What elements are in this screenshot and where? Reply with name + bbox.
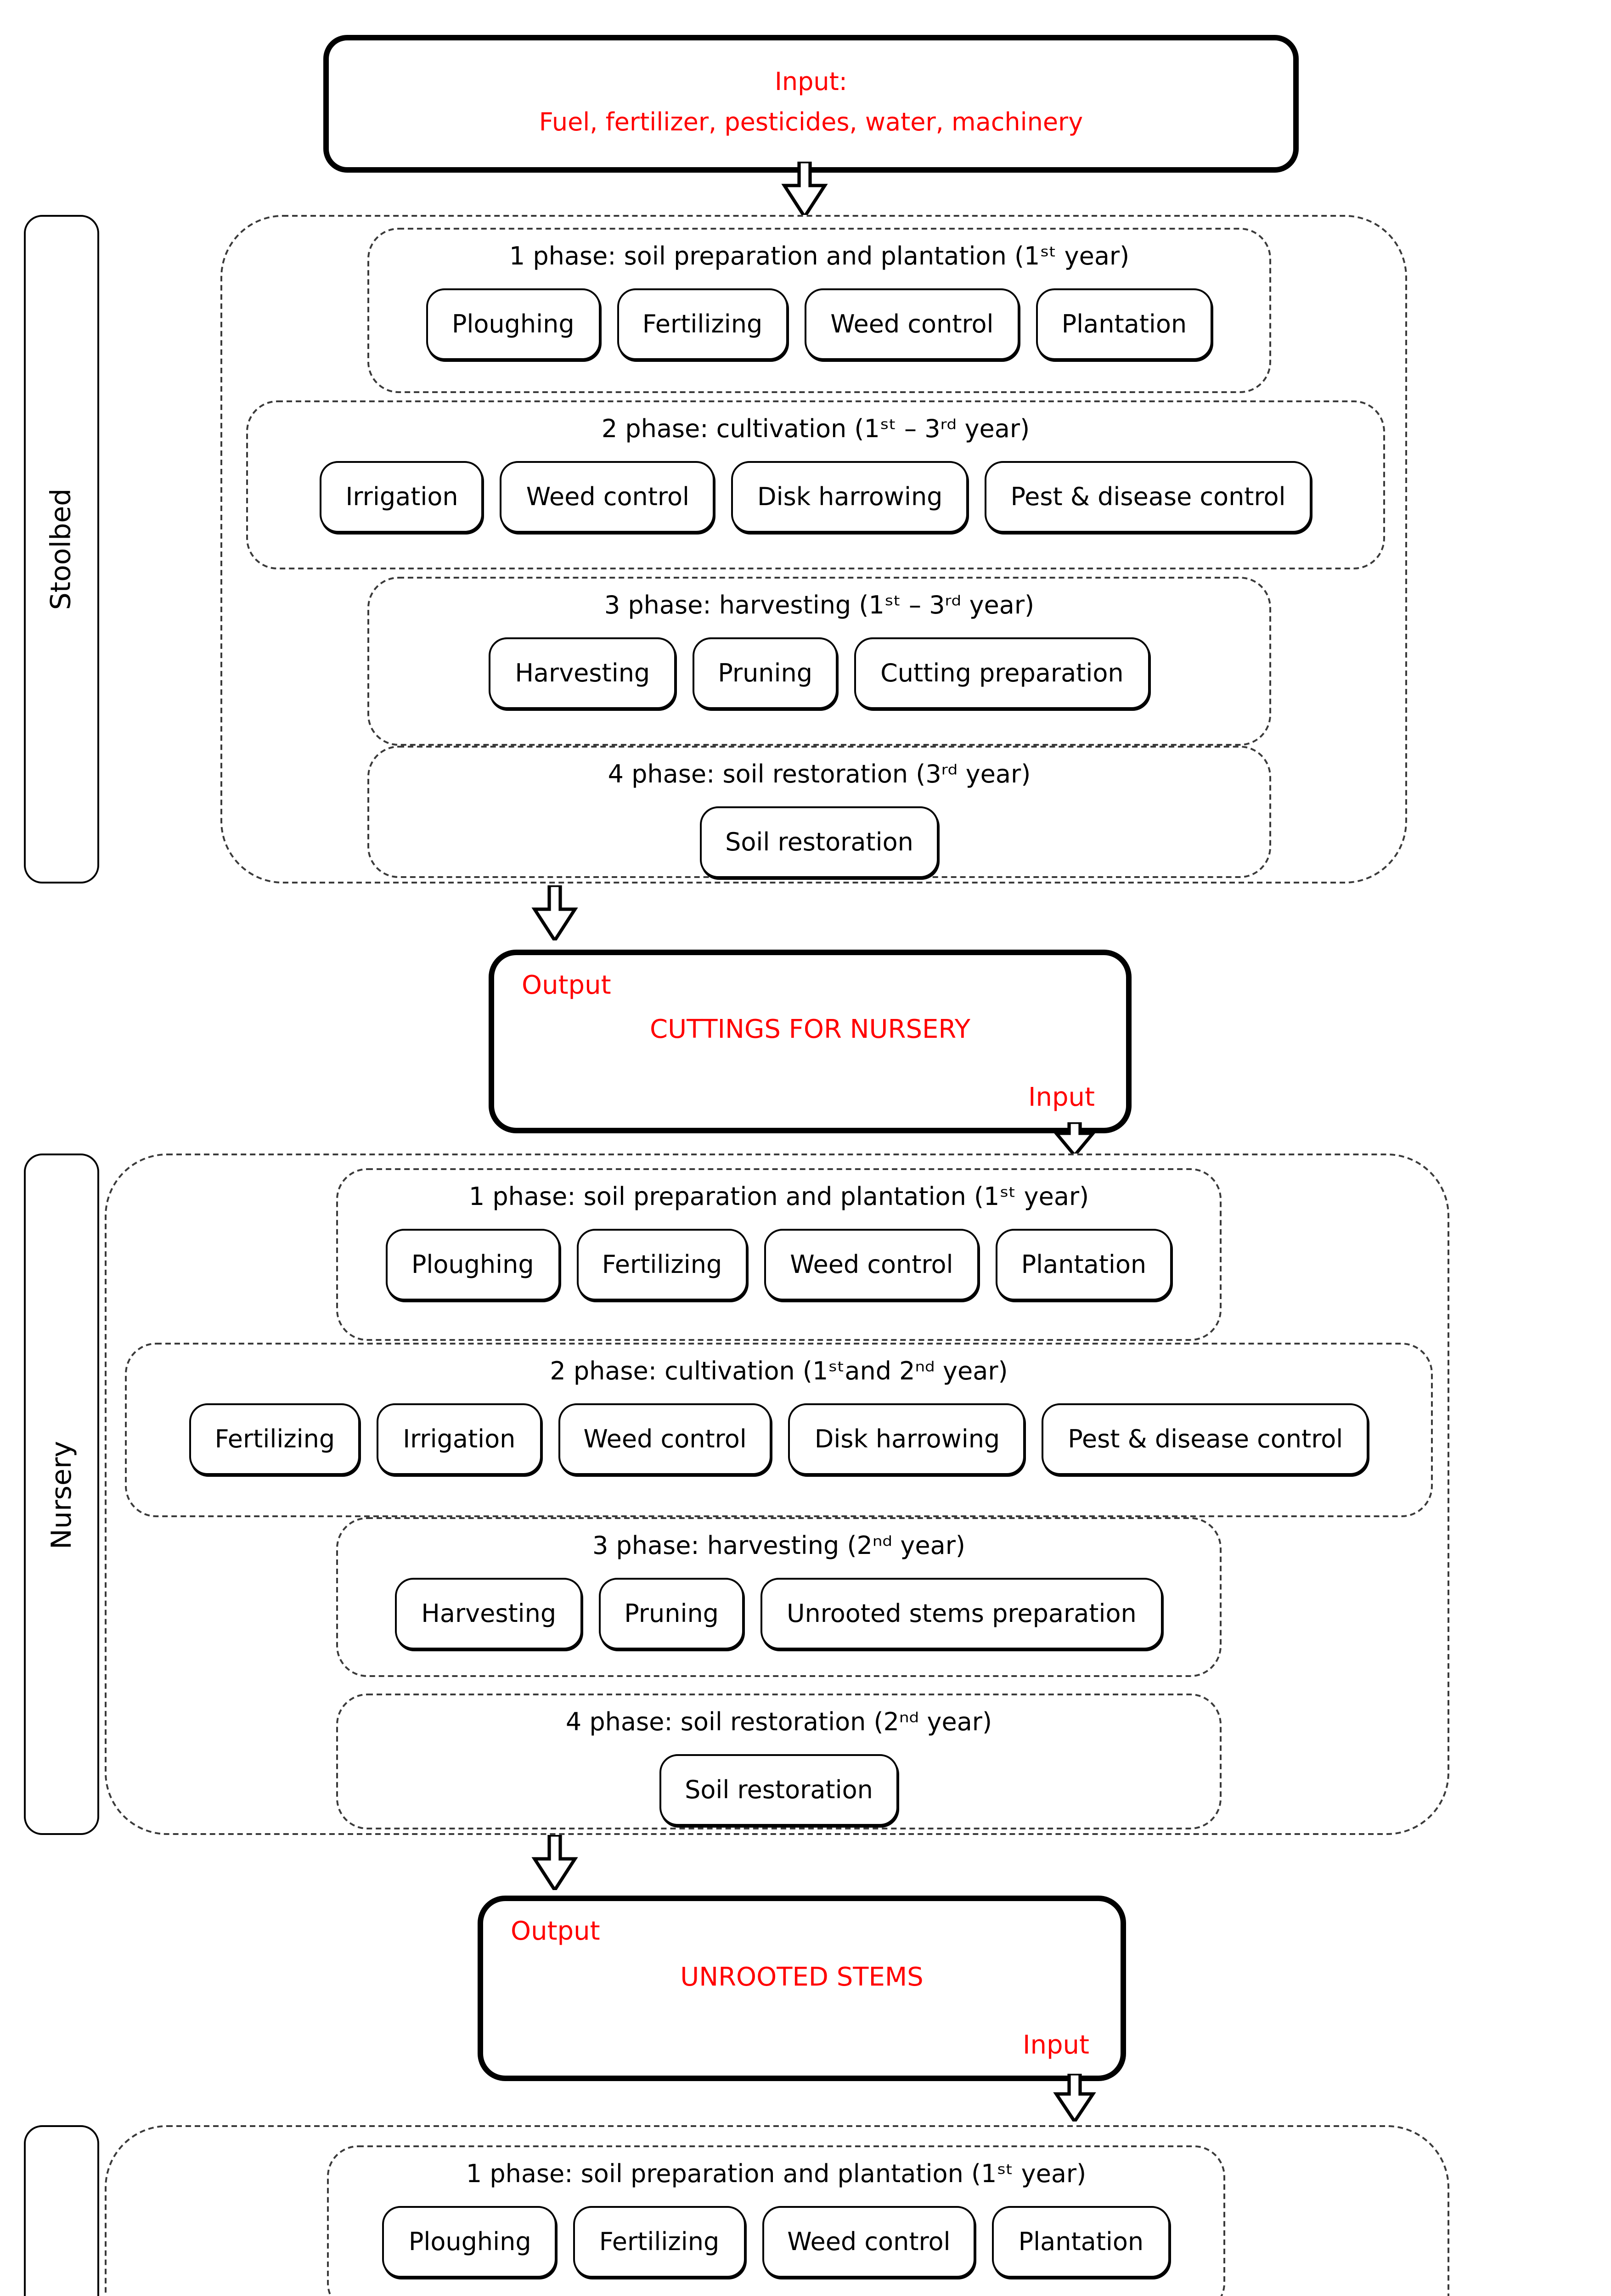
phase-items: Ploughing Fertilizing Weed control Plant… xyxy=(369,288,1269,360)
arrow-down-icon xyxy=(522,885,588,940)
activity-box: Fertilizing xyxy=(573,2206,745,2278)
activity-box: Pruning xyxy=(598,1578,744,1649)
phase-box-1: 1 phase: soil preparation and plantation… xyxy=(327,2145,1225,2296)
phase-items: Irrigation Weed control Disk harrowing P… xyxy=(248,461,1383,533)
activity-box: Weed control xyxy=(558,1403,772,1475)
output-box-cuttings-for-nursery: Output CUTTINGS FOR NURSERY Input xyxy=(489,950,1132,1133)
activity-box: Harvesting xyxy=(489,637,676,709)
activity-box: Irrigation xyxy=(320,461,484,533)
section-label-poplar-stand: Poplar stand xyxy=(24,2125,99,2296)
activity-box: Pruning xyxy=(692,637,839,709)
arrow-down-icon xyxy=(1042,1122,1108,1155)
phase-title: 2 phase: cultivation (1ˢᵗand 2ⁿᵈ year) xyxy=(550,1357,1008,1387)
activity-box: Fertilizing xyxy=(616,288,789,360)
phase-title: 1 phase: soil preparation and plantation… xyxy=(468,1183,1089,1212)
corner-output-label: Output xyxy=(522,972,611,1001)
phase-box-3: 3 phase: harvesting (1ˢᵗ – 3ʳᵈ year) Har… xyxy=(367,577,1271,746)
phase-items: Ploughing Fertilizing Weed control Plant… xyxy=(338,1229,1220,1300)
phase-title: 3 phase: harvesting (1ˢᵗ – 3ʳᵈ year) xyxy=(604,591,1035,621)
section-nursery: 1 phase: soil preparation and plantation… xyxy=(105,1154,1449,1835)
activity-box: Weed control xyxy=(500,461,715,533)
phase-title: 1 phase: soil preparation and plantation… xyxy=(466,2160,1087,2189)
phase-title: 4 phase: soil restoration (3ʳᵈ year) xyxy=(608,760,1031,790)
section-poplar-stand: 1 phase: soil preparation and plantation… xyxy=(105,2125,1449,2296)
section-label-text: Stoolbed xyxy=(45,488,79,610)
phase-title: 3 phase: harvesting (2ⁿᵈ year) xyxy=(592,1532,965,1561)
phase-title: 2 phase: cultivation (1ˢᵗ – 3ʳᵈ year) xyxy=(601,415,1030,445)
phase-box-3: 3 phase: harvesting (2ⁿᵈ year) Harvestin… xyxy=(336,1517,1222,1677)
output-content: CUTTINGS FOR NURSERY xyxy=(650,1016,970,1046)
phase-title: 4 phase: soil restoration (2ⁿᵈ year) xyxy=(565,1708,992,1738)
output-content: UNROOTED STEMS xyxy=(680,1963,924,1993)
activity-box: Disk harrowing xyxy=(789,1403,1026,1475)
section-stoolbed: 1 phase: soil preparation and plantation… xyxy=(220,215,1407,884)
phase-items: Soil restoration xyxy=(369,806,1269,878)
section-label-text: Nursery xyxy=(45,1440,79,1548)
arrow-down-icon xyxy=(1042,2074,1108,2122)
phase-box-1: 1 phase: soil preparation and plantation… xyxy=(336,1168,1222,1341)
activity-box: Disk harrowing xyxy=(732,461,969,533)
activity-box: Plantation xyxy=(992,2206,1170,2278)
activity-box: Pest & disease control xyxy=(1042,1403,1369,1475)
phase-title: 1 phase: soil preparation and plantation… xyxy=(509,242,1130,272)
activity-box: Irrigation xyxy=(377,1403,541,1475)
activity-box: Weed control xyxy=(764,1229,979,1300)
section-label-nursery: Nursery xyxy=(24,1154,99,1835)
activity-box: Plantation xyxy=(995,1229,1172,1300)
activity-box: Fertilizing xyxy=(189,1403,361,1475)
phase-items: Harvesting Pruning Unrooted stems prepar… xyxy=(338,1578,1220,1649)
phase-box-4: 4 phase: soil restoration (3ʳᵈ year) Soi… xyxy=(367,746,1271,878)
activity-box: Harvesting xyxy=(395,1578,582,1649)
corner-output-label: Output xyxy=(511,1918,600,1947)
output-box-unrooted-stems: Output UNROOTED STEMS Input xyxy=(478,1896,1126,2081)
top-input-box: Input: Fuel, fertilizer, pesticides, wat… xyxy=(323,35,1299,173)
activity-box: Ploughing xyxy=(426,288,600,360)
activity-box: Fertilizing xyxy=(576,1229,748,1300)
phase-items: Fertilizing Irrigation Weed control Disk… xyxy=(127,1403,1431,1475)
section-label-stoolbed: Stoolbed xyxy=(24,215,99,884)
phase-box-2: 2 phase: cultivation (1ˢᵗand 2ⁿᵈ year) F… xyxy=(125,1343,1433,1517)
top-input-items: Fuel, fertilizer, pesticides, water, mac… xyxy=(539,107,1083,137)
activity-box: Pest & disease control xyxy=(985,461,1312,533)
activity-box: Soil restoration xyxy=(659,1754,899,1826)
activity-box: Soil restoration xyxy=(699,806,939,878)
activity-box: Cutting preparation xyxy=(855,637,1149,709)
phase-box-4: 4 phase: soil restoration (2ⁿᵈ year) Soi… xyxy=(336,1694,1222,1829)
arrow-down-icon xyxy=(772,162,838,217)
arrow-down-icon xyxy=(522,1835,588,1890)
phase-items: Soil restoration xyxy=(338,1754,1220,1826)
top-input-title: Input: xyxy=(774,68,847,97)
activity-box: Ploughing xyxy=(383,2206,557,2278)
activity-box: Ploughing xyxy=(385,1229,560,1300)
phase-box-1: 1 phase: soil preparation and plantation… xyxy=(367,228,1271,393)
activity-box: Unrooted stems preparation xyxy=(761,1578,1162,1649)
corner-input-label: Input xyxy=(1028,1084,1095,1113)
phase-items: Harvesting Pruning Cutting preparation xyxy=(369,637,1269,709)
activity-box: Weed control xyxy=(805,288,1020,360)
corner-input-label: Input xyxy=(1022,2032,1089,2061)
phase-box-2: 2 phase: cultivation (1ˢᵗ – 3ʳᵈ year) Ir… xyxy=(246,400,1385,569)
activity-box: Plantation xyxy=(1036,288,1213,360)
phase-items: Ploughing Fertilizing Weed control Plant… xyxy=(329,2206,1223,2278)
activity-box: Weed control xyxy=(761,2206,976,2278)
